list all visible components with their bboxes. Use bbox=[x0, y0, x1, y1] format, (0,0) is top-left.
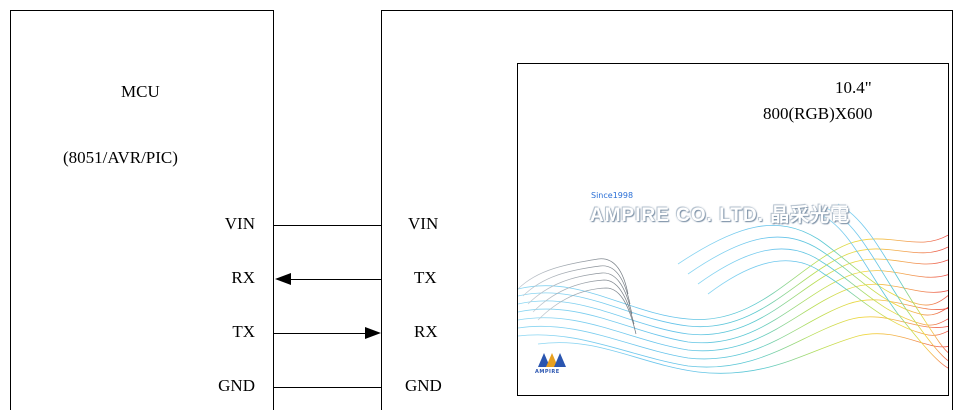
arrow-left-icon bbox=[275, 273, 291, 285]
mcu-pin-vin: VIN bbox=[224, 214, 255, 233]
display-resolution-label: 800(RGB)X600 bbox=[763, 104, 873, 123]
wire-gnd bbox=[274, 387, 381, 388]
logo-text: AMPIRE bbox=[535, 369, 560, 375]
lcd-display-screen: 10.4" 800(RGB)X600 bbox=[517, 63, 949, 396]
display-size-label: 10.4" bbox=[835, 78, 872, 97]
arrow-right-icon bbox=[365, 327, 381, 339]
lcd-pin-vin: VIN bbox=[408, 214, 439, 233]
brand-label: AMPIRE CO. LTD. 晶采光電 bbox=[590, 205, 851, 226]
wave-lines-blue bbox=[518, 203, 948, 374]
lcd-pin-rx: RX bbox=[414, 322, 438, 341]
mcu-subtitle: (8051/AVR/PIC) bbox=[63, 148, 178, 167]
ampire-logo-icon bbox=[538, 353, 566, 367]
lcd-pin-tx: TX bbox=[414, 268, 437, 287]
lcd-pin-gnd: GND bbox=[405, 376, 442, 395]
wire-tx-to-rx-left bbox=[290, 279, 381, 280]
mcu-pin-tx: TX bbox=[232, 322, 255, 341]
mcu-pin-gnd: GND bbox=[218, 376, 255, 395]
since-label: Since1998 bbox=[591, 191, 634, 200]
mcu-block bbox=[10, 10, 274, 410]
wire-vin bbox=[274, 225, 381, 226]
mcu-pin-rx: RX bbox=[231, 268, 255, 287]
wave-graphic bbox=[518, 203, 948, 374]
wire-tx-to-rx-right bbox=[274, 333, 366, 334]
mcu-title: MCU bbox=[121, 82, 160, 101]
lcd-module-block bbox=[381, 10, 953, 410]
wave-lines-grey bbox=[518, 258, 637, 335]
